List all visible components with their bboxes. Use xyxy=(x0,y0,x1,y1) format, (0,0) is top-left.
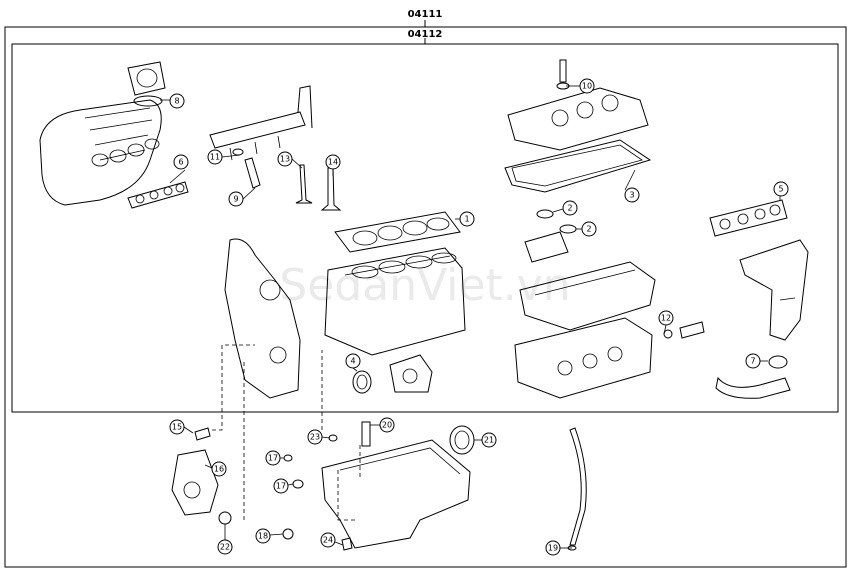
svg-text:2: 2 xyxy=(586,225,591,234)
svg-text:15: 15 xyxy=(172,423,182,432)
callout-18: 18 xyxy=(255,528,271,544)
exhaust-manifold-gasket xyxy=(709,199,788,237)
cam-bracket xyxy=(524,231,569,263)
svg-text:4: 4 xyxy=(350,357,355,366)
svg-text:1: 1 xyxy=(464,215,469,224)
callout-23: 23 xyxy=(307,429,323,445)
callout-15: 15 xyxy=(169,419,185,435)
fuel-rail xyxy=(209,85,313,161)
svg-text:16: 16 xyxy=(214,465,224,474)
callout-11: 11 xyxy=(207,149,223,165)
sensor-ring xyxy=(663,329,673,339)
callout-8: 8 xyxy=(169,93,185,109)
cylinder-block xyxy=(324,247,466,356)
pan-stud xyxy=(361,421,371,447)
svg-text:8: 8 xyxy=(174,97,179,106)
timing-chain-cover xyxy=(224,238,301,399)
outer-kit-code: 04111 xyxy=(408,9,443,20)
callout-7: 7 xyxy=(745,353,761,369)
svg-text:20: 20 xyxy=(382,421,392,430)
svg-text:7: 7 xyxy=(750,357,755,366)
svg-text:19: 19 xyxy=(548,544,558,553)
water-pump xyxy=(389,354,433,393)
leader-lines xyxy=(160,85,781,549)
callout-20: 20 xyxy=(379,417,395,433)
callout-2b: 2 xyxy=(581,221,597,237)
svg-text:17: 17 xyxy=(268,454,278,463)
callout-13: 13 xyxy=(277,151,293,167)
fuel-injector xyxy=(244,157,261,189)
drain-plug xyxy=(341,537,353,551)
camshaft-housing xyxy=(519,261,656,331)
svg-text:12: 12 xyxy=(661,314,671,323)
dipstick-guide xyxy=(569,427,587,546)
throttle-body xyxy=(127,61,166,96)
reference-lines xyxy=(212,344,361,521)
pump-bolt xyxy=(194,427,211,441)
oil-pan xyxy=(321,439,471,549)
plug-tube-gasket-b xyxy=(559,224,577,234)
exhaust-valve-seal xyxy=(320,167,342,211)
svg-text:11: 11 xyxy=(210,153,220,162)
svg-text:17: 17 xyxy=(276,482,286,491)
injector-seal xyxy=(232,148,244,156)
o-ring-18 xyxy=(282,528,294,540)
inner-kit-frame xyxy=(11,43,839,413)
cover-bolt xyxy=(559,59,567,83)
svg-text:24: 24 xyxy=(323,536,333,545)
svg-text:9: 9 xyxy=(233,195,238,204)
callout-21: 21 xyxy=(481,432,497,448)
svg-text:5: 5 xyxy=(778,185,783,194)
inner-kit-code: 04112 xyxy=(408,29,443,40)
cylinder-head-cover xyxy=(507,87,649,151)
svg-text:23: 23 xyxy=(310,433,320,442)
callout-16: 16 xyxy=(211,461,227,477)
o-ring-17a xyxy=(283,454,293,462)
oil-pump xyxy=(171,449,219,516)
callout-3: 3 xyxy=(624,187,640,203)
rear-crank-seal xyxy=(449,425,475,455)
front-crank-seal xyxy=(352,370,372,394)
svg-text:3: 3 xyxy=(629,191,634,200)
exhaust-manifold xyxy=(739,239,809,341)
callout-10: 10 xyxy=(579,78,595,94)
callout-5: 5 xyxy=(773,181,789,197)
throttle-gasket xyxy=(133,95,163,107)
callout-9: 9 xyxy=(228,191,244,207)
callout-17a: 17 xyxy=(265,450,281,466)
plug-tube-gasket-a xyxy=(536,209,554,219)
callout-14: 14 xyxy=(325,154,341,170)
callout-4: 4 xyxy=(345,353,361,369)
callout-24: 24 xyxy=(320,532,336,548)
intake-valve-seal xyxy=(295,164,313,204)
callout-19: 19 xyxy=(545,540,561,556)
callout-6: 6 xyxy=(173,154,189,170)
intake-manifold xyxy=(39,99,162,206)
svg-text:22: 22 xyxy=(220,543,230,552)
callout-17b: 17 xyxy=(273,478,289,494)
callout-2a: 2 xyxy=(562,200,578,216)
callout-1: 1 xyxy=(459,211,475,227)
drain-gasket xyxy=(328,434,338,442)
cylinder-head-gasket xyxy=(334,211,461,253)
pump-seal xyxy=(218,511,232,525)
exhaust-ring xyxy=(768,355,788,369)
sensor xyxy=(679,321,705,339)
svg-text:21: 21 xyxy=(484,436,494,445)
svg-text:13: 13 xyxy=(280,155,290,164)
svg-text:6: 6 xyxy=(178,158,183,167)
cylinder-head xyxy=(514,317,653,399)
svg-text:2: 2 xyxy=(567,204,572,213)
svg-text:10: 10 xyxy=(582,82,592,91)
svg-text:14: 14 xyxy=(328,158,338,167)
o-ring-17b xyxy=(292,479,304,489)
callout-22: 22 xyxy=(217,539,233,555)
exhaust-pipe xyxy=(715,376,791,399)
head-cover-gasket xyxy=(504,139,652,193)
intake-manifold-gasket xyxy=(127,181,189,209)
callout-12: 12 xyxy=(658,310,674,326)
svg-text:18: 18 xyxy=(258,532,268,541)
